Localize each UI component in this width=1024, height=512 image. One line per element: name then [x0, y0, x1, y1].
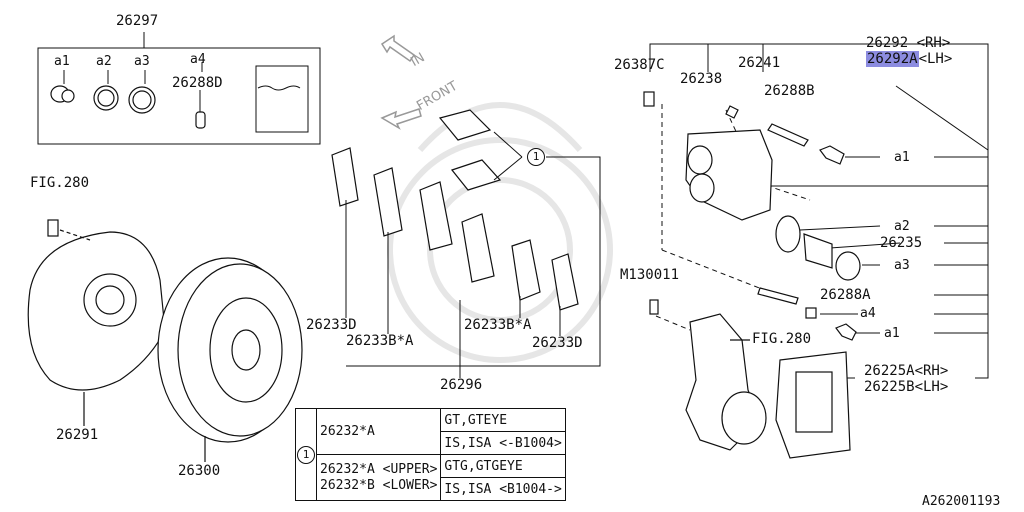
row2-app-2: IS,ISA <B1004->	[440, 477, 566, 501]
kit-item-a1-label: a1	[54, 54, 70, 69]
caliper-rh-label: 26292 <RH>	[866, 35, 951, 51]
guide-pin-a-label: 26288A	[820, 287, 871, 303]
row1-app-1: GT,GTEYE	[440, 408, 566, 432]
rotor-label: 26300	[178, 463, 221, 479]
bleeder-238-label: 26238	[680, 71, 723, 87]
callout-a3: a3	[894, 258, 910, 273]
row1-part-cell: 26232*A	[315, 408, 442, 455]
table-ref-circle: 1	[297, 445, 315, 464]
kit-parts	[50, 85, 206, 129]
repair-kit-box	[37, 32, 321, 145]
caliper-lh-number-highlight[interactable]: 26292A	[866, 51, 919, 67]
pad-label-d-right: 26233D	[532, 335, 583, 351]
direction-arrows	[380, 34, 422, 130]
row2-part-lower: 26232*B <LOWER>	[320, 477, 438, 493]
kit-number-label: 26297	[116, 13, 159, 29]
screw-label: M130011	[620, 267, 680, 283]
caliper-lh-label: 26292A<LH>	[866, 51, 953, 67]
caliper-lh-suffix: <LH>	[918, 51, 953, 67]
steering-knuckle	[685, 313, 767, 451]
kit-item-a4-label: a4	[190, 52, 206, 67]
fig-ref-top-left: FIG.280	[30, 175, 90, 191]
row1-app-2: IS,ISA <-B1004>	[440, 431, 566, 455]
piston-label: 26235	[880, 235, 923, 251]
backing-plate	[27, 219, 166, 426]
kit-item-a3-label: a3	[134, 54, 150, 69]
caliper-body	[643, 91, 861, 341]
caliper-bolt-c-label: 26387C	[614, 57, 665, 73]
kit-item-a2-label: a2	[96, 54, 112, 69]
row2-part-cell: 26232*A <UPPER> 26232*B <LOWER>	[315, 454, 442, 501]
table-ref-cell: 1	[295, 408, 317, 501]
bleeder-241-label: 26241	[738, 55, 781, 71]
support-rh-label: 26225A<RH>	[864, 363, 949, 379]
row2-part-upper: 26232*A <UPPER>	[320, 461, 438, 477]
backing-plate-label: 26291	[56, 427, 99, 443]
fig-ref-knuckle: FIG.280	[752, 331, 812, 347]
pad-label-b-right: 26233B*A	[464, 317, 532, 333]
pad-leader-lines	[345, 131, 601, 378]
pad-label-d-left: 26233D	[306, 317, 357, 333]
callout-a1-top: a1	[894, 150, 910, 165]
diagram-id-label: A262001193	[922, 494, 1001, 509]
pad-label-b-left: 26233B*A	[346, 333, 414, 349]
application-table: 1 26232*A GT,GTEYE IS,ISA <-B1004> 26232…	[295, 408, 566, 501]
guide-pin-b-label: 26288B	[764, 83, 815, 99]
caliper-leader-lines	[649, 43, 989, 379]
caliper-support-bracket	[775, 351, 851, 459]
brake-rotor	[157, 257, 303, 462]
support-lh-label: 26225B<LH>	[864, 379, 949, 395]
pad-ref-circle: 1	[527, 148, 545, 166]
kit-sub-part-label: 26288D	[172, 75, 223, 91]
callout-a1-bottom: a1	[884, 326, 900, 341]
row2-app-1: GTG,GTGEYE	[440, 454, 566, 478]
pad-kit-label: 26296	[440, 377, 483, 393]
callout-a2: a2	[894, 219, 910, 234]
callout-a4: a4	[860, 306, 876, 321]
brake-pads	[331, 109, 579, 311]
